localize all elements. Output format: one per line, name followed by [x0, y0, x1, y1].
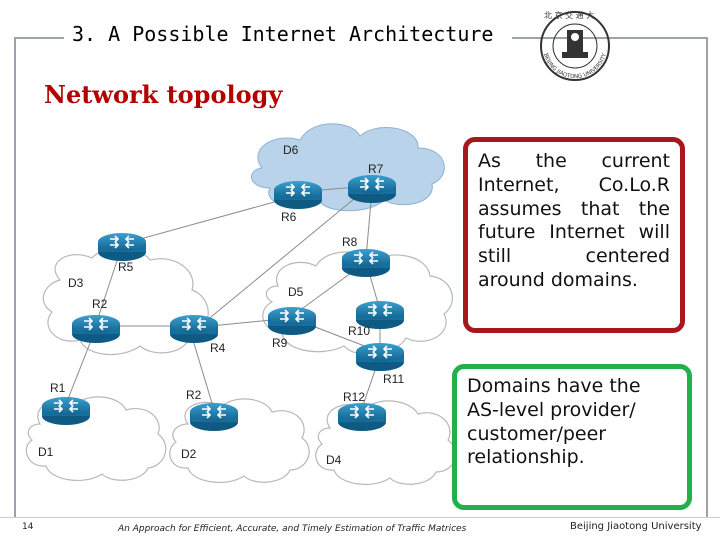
router-r8-icon — [341, 248, 391, 278]
router-r4-icon — [169, 314, 219, 344]
callout-domains: As the current Internet, Co.Lo.R assumes… — [463, 137, 685, 333]
router-label-r4: R4 — [210, 341, 226, 355]
router-label-r5: R5 — [118, 260, 134, 274]
router-r5-icon — [97, 232, 147, 262]
frame-left — [14, 37, 16, 517]
slide-subtitle: Network topology — [44, 80, 283, 109]
domain-label-d5: D5 — [288, 285, 304, 299]
footer-university: Beijing Jiaotong University — [570, 521, 702, 532]
router-r1-icon — [41, 396, 91, 426]
svg-text:北 京 交 通 大: 北 京 交 通 大 — [544, 10, 594, 20]
frame-top-right — [512, 37, 708, 39]
domain-label-d1: D1 — [38, 445, 54, 459]
frame-right — [706, 37, 708, 517]
domain-label-d3: D3 — [68, 276, 84, 290]
domain-label-d6: D6 — [283, 143, 299, 157]
router-label-r7: R7 — [368, 162, 384, 176]
domain-label-d4: D4 — [326, 453, 342, 467]
router-r2a-icon — [71, 314, 121, 344]
router-label-r2b: R2 — [186, 388, 202, 402]
slide-title: 3. A Possible Internet Architecture — [72, 22, 494, 46]
router-label-r9: R9 — [272, 336, 288, 350]
router-r6-icon — [273, 180, 323, 210]
callout-relationships: Domains have the AS-level provider/ cust… — [452, 364, 692, 510]
router-label-r2a: R2 — [92, 297, 108, 311]
slide-number: 14 — [22, 522, 34, 532]
router-r12-icon — [337, 402, 387, 432]
footer-caption: An Approach for Efficient, Accurate, and… — [118, 524, 467, 534]
router-label-r11: R11 — [383, 372, 404, 386]
domain-label-d2: D2 — [181, 447, 197, 461]
footer-divider — [0, 517, 720, 518]
university-seal-icon: 北 京 交 通 大 BEIJING JIAOTONG UNIVERSITY — [540, 10, 610, 81]
router-label-r6: R6 — [281, 210, 297, 224]
router-label-r12: R12 — [343, 390, 365, 404]
router-label-r8: R8 — [342, 235, 358, 249]
frame-top-left — [14, 37, 64, 39]
router-r11-icon — [355, 342, 405, 372]
router-r2b-icon — [189, 402, 239, 432]
router-r7-icon — [347, 174, 397, 204]
router-label-r10: R10 — [348, 324, 370, 338]
router-r9-icon — [267, 306, 317, 336]
router-label-r1: R1 — [50, 381, 66, 395]
